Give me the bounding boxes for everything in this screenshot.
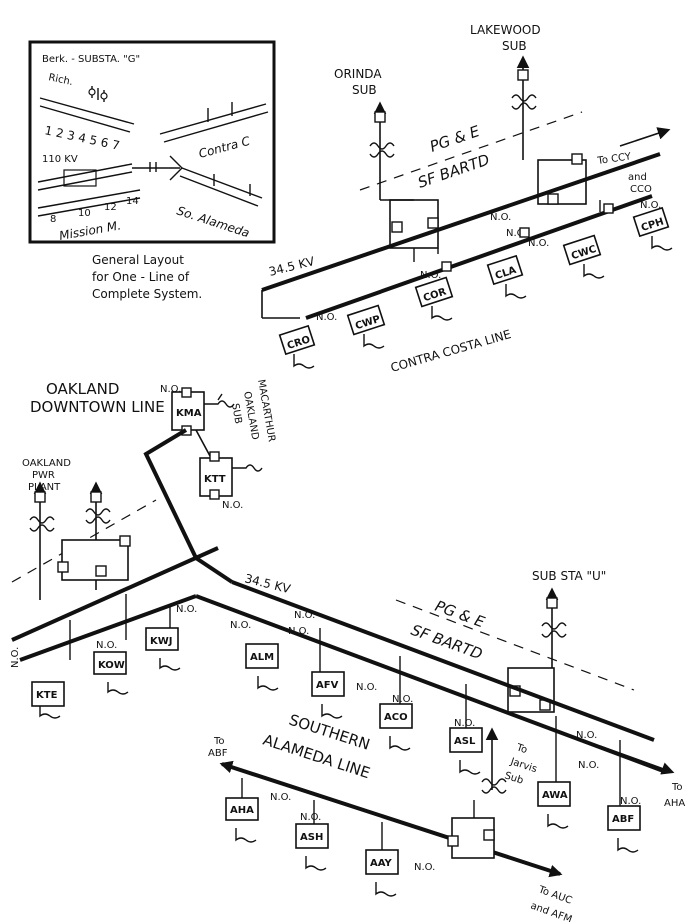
north-no-6: N.O. (640, 200, 661, 211)
station-aay[interactable]: AAY (365, 849, 399, 897)
station-cor[interactable]: COR (414, 276, 454, 321)
inset-num-12: 12 (104, 202, 117, 213)
station-cph[interactable]: CPH (632, 206, 673, 251)
inset-kv-label: 110 KV (42, 154, 78, 165)
to-jarvis-3: Sub (503, 770, 525, 786)
station-ktt-label: KTT (204, 474, 226, 485)
caption-line-1: General Layout (92, 253, 184, 267)
inset-substation-label: Berk. - SUBSTA. "G" (42, 54, 140, 65)
central-no-kwj: N.O. (176, 604, 197, 615)
to-ccy-cco: CCO (630, 184, 652, 195)
station-aay-label: AAY (370, 858, 393, 869)
south-pge-label: PG & E (433, 597, 488, 632)
south-no-aha: N.O. (270, 792, 291, 803)
station-kwj[interactable]: KWJ (145, 627, 181, 671)
station-cwc[interactable]: CWC (562, 234, 605, 279)
inset-caption: General Layout for One - Line of Complet… (92, 253, 202, 301)
station-cla[interactable]: CLA (486, 254, 527, 299)
station-kma-label: KMA (176, 408, 202, 419)
southern-alameda-section: 34.5 KV SUB STA "U" PG & E SF BARTD To A… (195, 569, 685, 922)
oakland-line-label-1: OAKLAND (46, 380, 119, 398)
inset-num-14: 14 (126, 196, 139, 207)
south-no-2: N.O. (288, 626, 309, 637)
central-no-kow: N.O. (96, 640, 117, 651)
to-aha-right-2: AHA (664, 798, 685, 809)
north-no-2: N.O. (420, 270, 441, 281)
south-no-4: N.O. (356, 682, 377, 693)
station-alm-label: ALM (250, 652, 274, 663)
central-no-ktt: N.O. (222, 500, 243, 511)
inset-num-8: 8 (50, 214, 56, 225)
station-aco-label: ACO (384, 712, 408, 723)
north-no-5: N.O. (528, 238, 549, 249)
south-no-6: N.O. (454, 718, 475, 729)
inset-layout: Berk. - SUBSTA. "G" Rich. 1 2 3 4 5 6 7 … (28, 40, 276, 244)
station-asl-label: ASL (454, 736, 476, 747)
to-aha-right-1: To (671, 782, 683, 793)
south-no-8: N.O. (578, 760, 599, 771)
oakland-line-label-2: DOWNTOWN LINE (30, 398, 165, 416)
south-kv-label: 34.5 KV (243, 571, 292, 596)
inset-top-feeders (88, 86, 108, 102)
station-kow[interactable]: KOW (93, 651, 129, 695)
oakland-pwr-label-2: PWR (32, 470, 55, 481)
station-aha[interactable]: AHA (225, 797, 259, 843)
north-pge-label: PG & E (427, 122, 482, 156)
south-no-9: N.O. (620, 796, 641, 807)
caption-line-3: Complete System. (92, 287, 202, 301)
south-no-aay: N.O. (414, 862, 435, 873)
station-kwj-label: KWJ (150, 636, 173, 647)
station-awa[interactable]: AWA (537, 781, 571, 829)
station-abf-label: ABF (612, 814, 634, 825)
station-asl[interactable]: ASL (449, 727, 483, 775)
macarthur-label-2: OAKLAND (241, 391, 260, 441)
inset-rich-label: Rich. (47, 72, 73, 88)
oakland-section: OAKLAND DOWNTOWN LINE MACARTHUR OAKLAND … (10, 379, 277, 719)
north-no-4: N.O. (506, 228, 527, 239)
lakewood-sub-label: LAKEWOOD (470, 23, 541, 37)
contra-costa-line-label: CONTRA COSTA LINE (389, 327, 513, 375)
station-kte-label: KTE (36, 690, 58, 701)
lakewood-sub-label-2: SUB (502, 39, 527, 53)
to-ccy-label: To CCY (596, 151, 633, 167)
substa-u-label: SUB STA "U" (532, 569, 606, 583)
north-no-1: N.O. (316, 312, 337, 323)
orinda-sub-label-2: SUB (352, 83, 377, 97)
station-ktt[interactable]: KTT (199, 457, 263, 497)
central-no-kte: N.O. (10, 647, 21, 668)
station-cwp[interactable]: CWP (346, 304, 386, 349)
north-no-3: N.O. (490, 212, 511, 223)
station-aha-label: AHA (230, 805, 254, 816)
caption-line-2: for One - Line of (92, 270, 190, 284)
central-no-kma: N.O. (160, 384, 181, 395)
to-ccy-and: and (628, 172, 647, 183)
station-aco[interactable]: ACO (379, 703, 413, 751)
south-no-3: N.O. (294, 610, 315, 621)
station-alm[interactable]: ALM (245, 643, 279, 691)
to-abf-1: To (213, 736, 225, 747)
south-no-7: N.O. (576, 730, 597, 741)
station-cro[interactable]: CRO (278, 324, 316, 369)
station-afv-label: AFV (316, 680, 339, 691)
station-afv[interactable]: AFV (311, 671, 345, 719)
station-ash[interactable]: ASH (295, 823, 329, 871)
station-abf[interactable]: ABF (607, 805, 641, 853)
south-no-1: N.O. (230, 620, 251, 631)
oakland-pwr-label-1: OAKLAND (22, 458, 71, 469)
to-abf-2: ABF (208, 748, 228, 759)
station-kow-label: KOW (98, 660, 125, 671)
south-no-ash: N.O. (300, 812, 321, 823)
contra-costa-section: ORINDA SUB LAKEWOOD SUB PG & E SF BARTD … (261, 23, 673, 375)
south-no-5: N.O. (392, 694, 413, 705)
station-kma[interactable]: KMA (171, 391, 235, 431)
station-kte[interactable]: KTE (31, 681, 65, 719)
orinda-sub-label: ORINDA (334, 67, 382, 81)
macarthur-label-3: SUB (229, 403, 243, 425)
inset-num-10: 10 (78, 208, 91, 219)
to-jarvis-1: To (514, 742, 528, 756)
station-awa-label: AWA (542, 790, 568, 801)
station-ash-label: ASH (300, 832, 323, 843)
